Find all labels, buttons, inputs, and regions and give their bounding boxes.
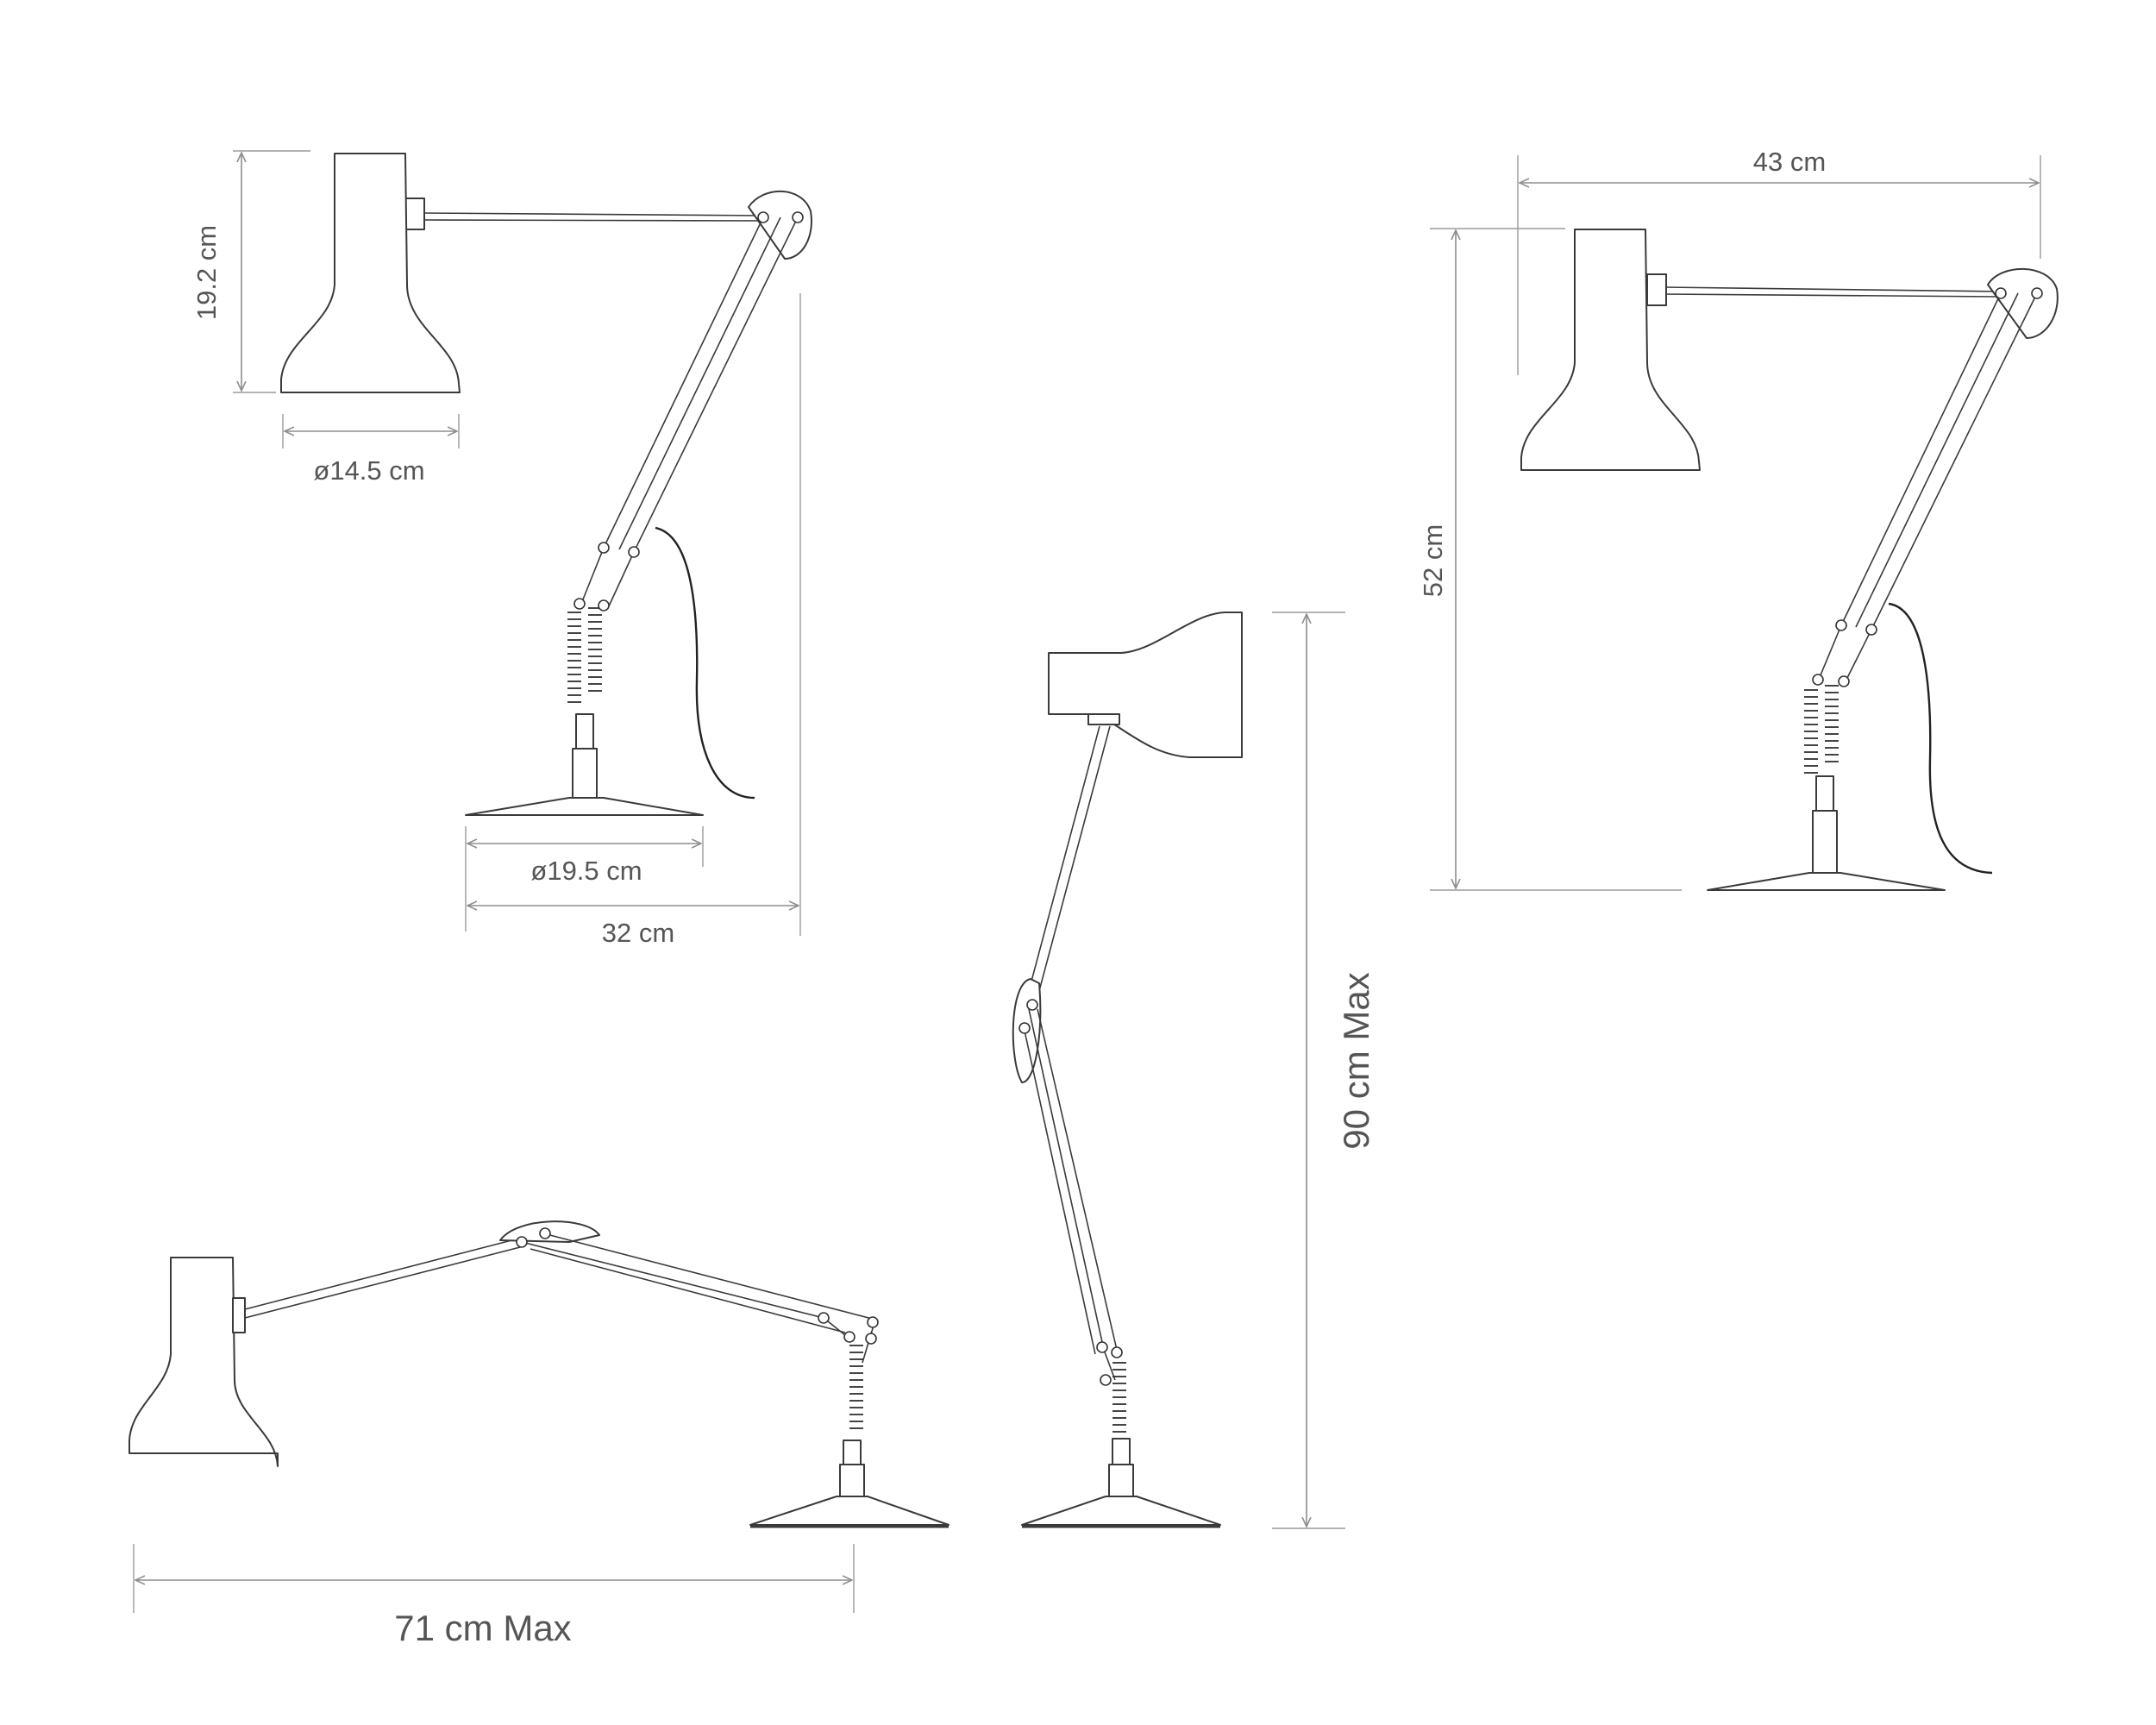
dimension-base-diameter: ø19.5 cm	[465, 826, 704, 932]
max-reach-label: 71 cm Max	[394, 1608, 571, 1648]
shade-diameter-label: ø14.5 cm	[313, 455, 424, 486]
shade-height-label: 19.2 cm	[191, 225, 222, 320]
head-joint-plate	[748, 190, 812, 260]
dimension-shade-height: 19.2 cm	[191, 150, 310, 393]
lamp-base	[465, 797, 704, 816]
lamp-overall-view	[1520, 229, 2059, 891]
lamp-shade	[280, 153, 461, 393]
lamp-max-reach-view	[128, 1220, 950, 1528]
width-label: 43 cm	[1753, 147, 1826, 177]
dimension-max-reach: 71 cm Max	[133, 1544, 855, 1648]
lamp-shade-front	[1048, 612, 1243, 758]
depth-label: 32 cm	[602, 918, 674, 948]
dimension-shade-diameter: ø14.5 cm	[282, 414, 460, 486]
lamp-shade-right	[1520, 229, 1701, 471]
base-diameter-label: ø19.5 cm	[530, 856, 642, 886]
dimension-depth: 32 cm	[467, 293, 801, 948]
dimension-height: 52 cm	[1418, 228, 1682, 891]
dimension-max-height: 90 cm Max	[1272, 612, 1376, 1529]
lamp-side-view	[280, 153, 812, 816]
power-cord	[655, 526, 755, 800]
height-label: 52 cm	[1418, 524, 1448, 597]
lamp-max-height-view	[1012, 612, 1243, 1528]
tension-spring	[567, 612, 581, 703]
max-height-label: 90 cm Max	[1336, 972, 1376, 1149]
dimension-width: 43 cm	[1517, 147, 2041, 375]
lamp-shade-reach	[128, 1257, 279, 1467]
